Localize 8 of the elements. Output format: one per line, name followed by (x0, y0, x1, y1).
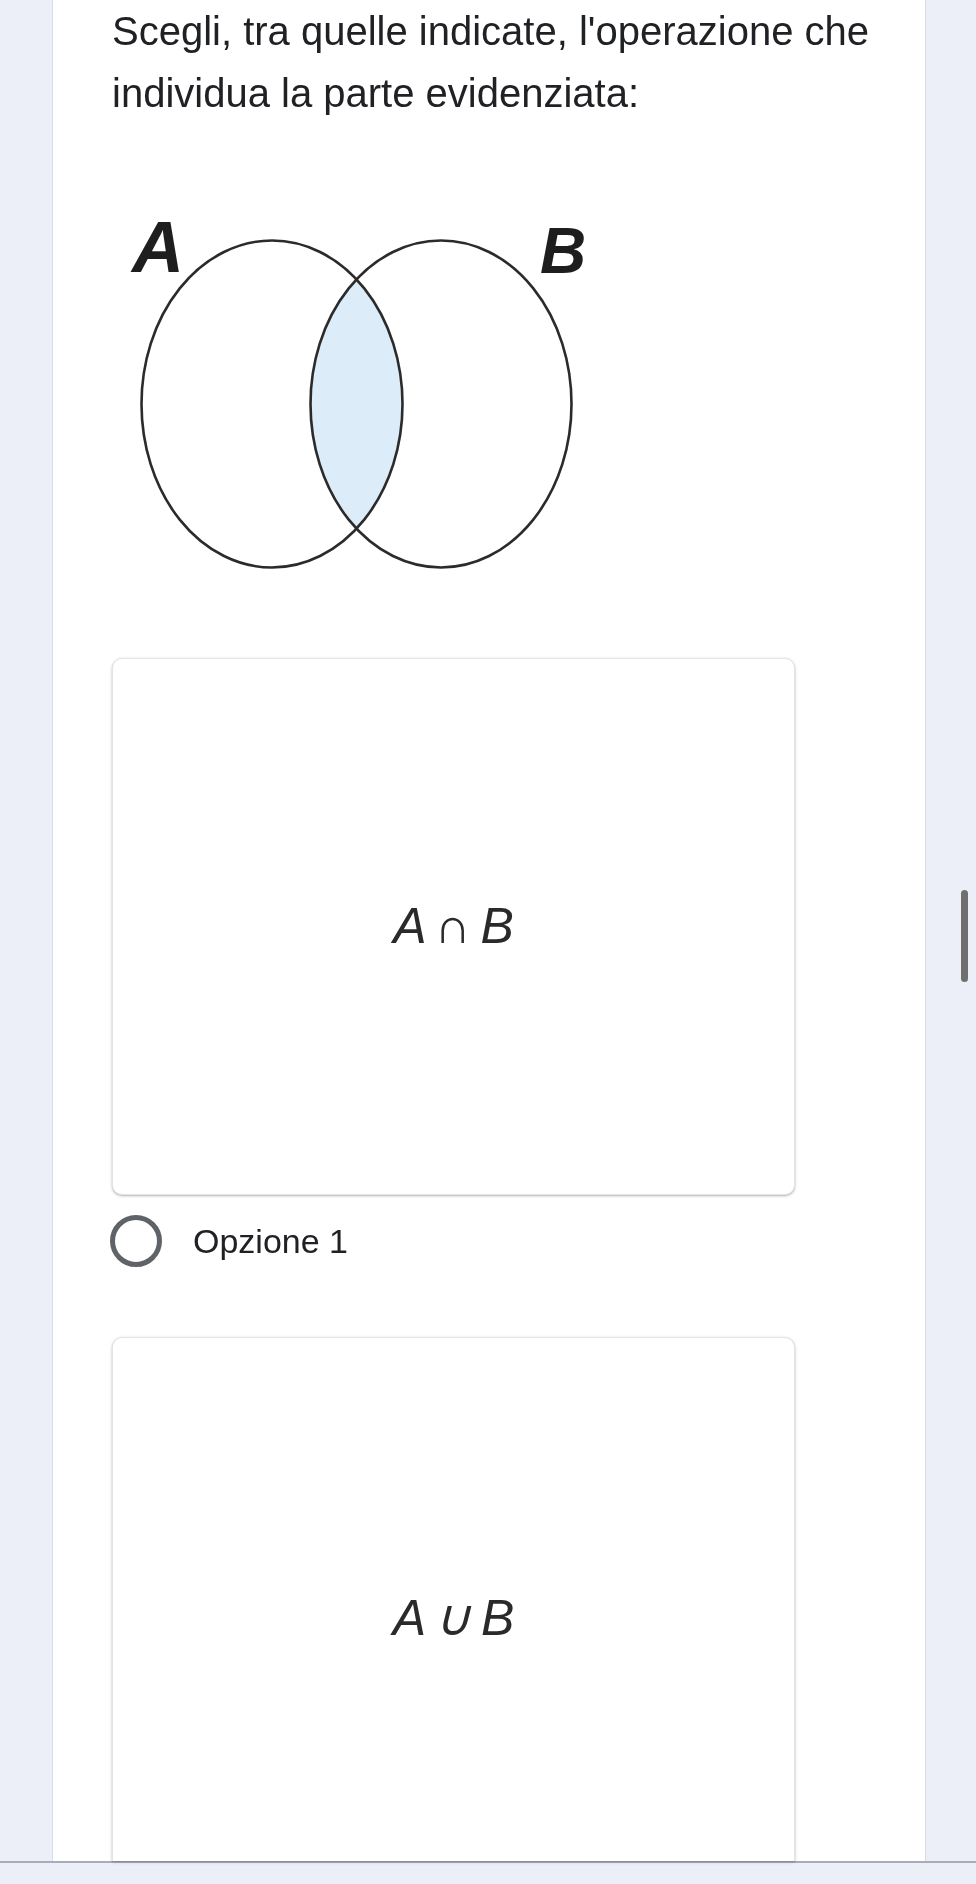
set-expression: A ∪ B (392, 1591, 515, 1646)
option-card (112, 658, 795, 1195)
option-label: Opzione 1 (193, 1221, 348, 1261)
question-text: Scegli, tra quelle indicate, l'operazione che individua la parte evidenziata: (112, 8, 870, 117)
set-label: B (540, 219, 587, 283)
set-label: A (132, 211, 184, 283)
set-expression: A ∩ B (393, 899, 514, 954)
option-card (112, 1337, 795, 1861)
